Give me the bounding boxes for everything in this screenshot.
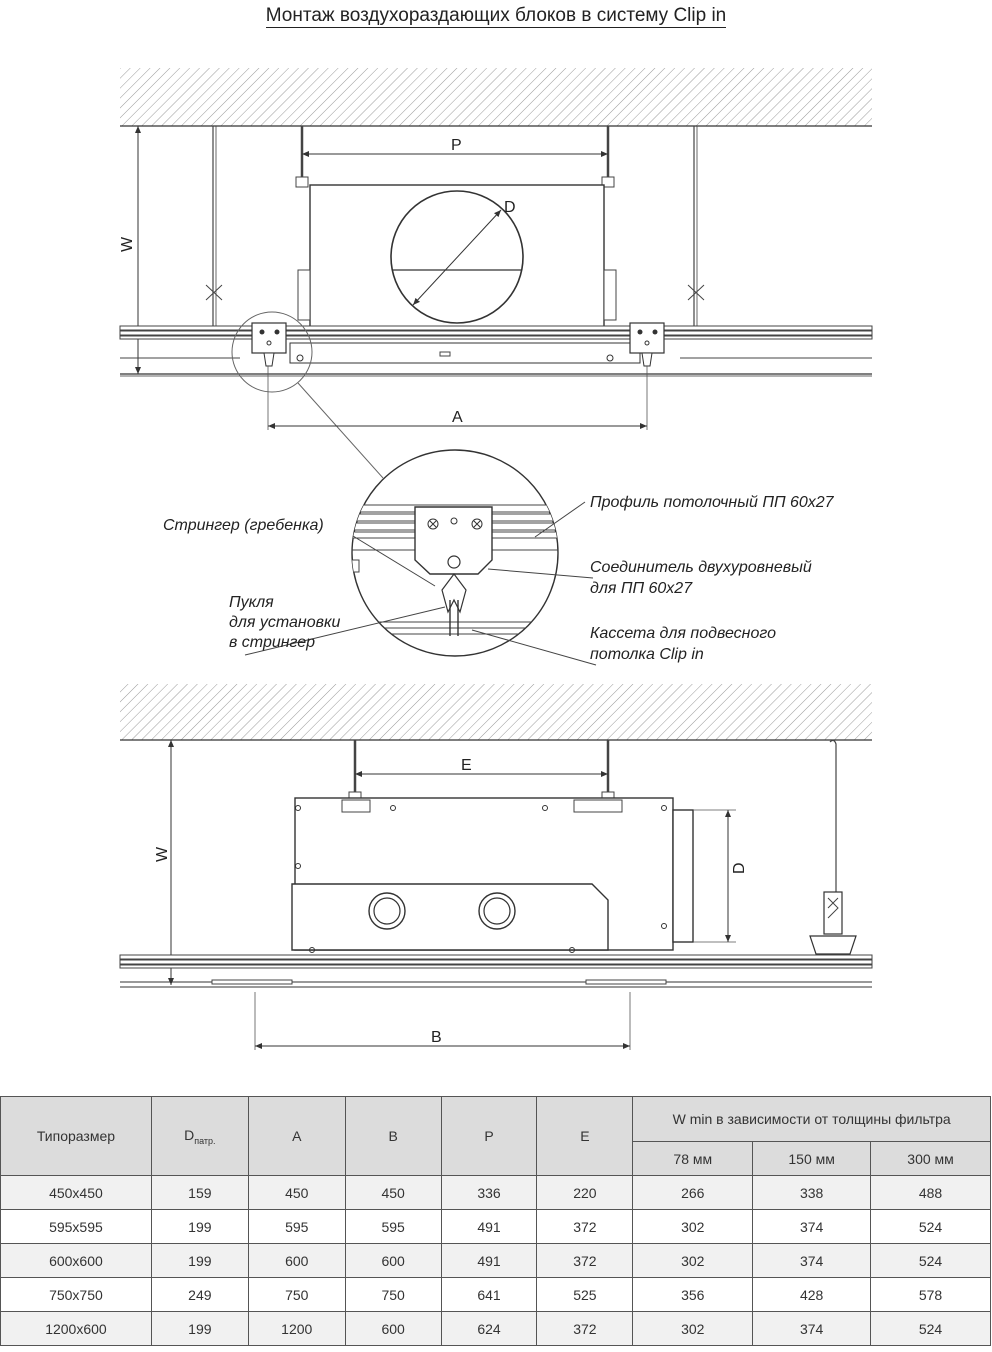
table-cell: 356 — [632, 1277, 754, 1312]
table-cell: 600 — [344, 1311, 442, 1346]
table-cell: 220 — [536, 1175, 634, 1210]
header-300: 300 мм — [870, 1141, 991, 1176]
drawing-title: Монтаж воздухораздающих блоков в систему… — [265, 5, 727, 28]
installation-drawing: D P W A — [119, 68, 873, 1050]
table-cell: 595x595 — [0, 1209, 152, 1244]
table-cell: 491 — [440, 1243, 538, 1278]
callout-connector-line2: для ПП 60х27 — [590, 580, 693, 597]
table-cell: 336 — [440, 1175, 538, 1210]
pukla-detail — [441, 573, 467, 614]
callout-pukla-line1: Пукля — [229, 594, 274, 611]
callout-stringer: Стрингер (гребенка) — [163, 517, 324, 534]
table-cell: 524 — [870, 1243, 991, 1278]
header-wmin: W min в зависимости от толщины фильтра — [632, 1096, 991, 1142]
zoom-detail: Профиль потолочный ПП 60х27 Стрингер (гр… — [163, 449, 835, 666]
ceiling-slab-2 — [120, 684, 872, 740]
header-150: 150 мм — [752, 1141, 872, 1176]
header-p: P — [440, 1096, 538, 1176]
table-cell: 750x750 — [0, 1277, 152, 1312]
dim-e-label: E — [461, 757, 472, 774]
table-cell: 302 — [632, 1311, 754, 1346]
dim-w2-label: W — [154, 846, 171, 862]
callout-profile: Профиль потолочный ПП 60х27 — [590, 494, 835, 511]
table-cell: 302 — [632, 1243, 754, 1278]
table-cell: 266 — [632, 1175, 754, 1210]
table-cell: 450 — [247, 1175, 346, 1210]
callout-connector-line1: Соединитель двухуровневый — [590, 559, 812, 576]
table-cell: 595 — [247, 1209, 346, 1244]
table-cell: 525 — [536, 1277, 634, 1312]
table-cell: 372 — [536, 1243, 634, 1278]
table-cell: 374 — [752, 1243, 872, 1278]
side-spigot — [672, 809, 694, 943]
table-cell: 578 — [870, 1277, 991, 1312]
table-cell: 1200 — [247, 1311, 346, 1346]
table-cell: 524 — [870, 1311, 991, 1346]
lower-housing — [291, 883, 609, 951]
table-cell: 372 — [536, 1209, 634, 1244]
table-cell: 600 — [344, 1243, 442, 1278]
table-cell: 372 — [536, 1311, 634, 1346]
dim-d2-label: D — [731, 862, 748, 874]
table-cell: 600x600 — [0, 1243, 152, 1278]
table-cell: 491 — [440, 1209, 538, 1244]
table-cell: 750 — [344, 1277, 442, 1312]
table-cell: 249 — [150, 1277, 249, 1312]
table-cell: 374 — [752, 1209, 872, 1244]
header-b: B — [344, 1096, 442, 1176]
table-cell: 595 — [344, 1209, 442, 1244]
table-cell: 488 — [870, 1175, 991, 1210]
table-cell: 450x450 — [0, 1175, 152, 1210]
table-cell: 524 — [870, 1209, 991, 1244]
table-cell: 450 — [344, 1175, 442, 1210]
table-cell: 199 — [150, 1209, 249, 1244]
side-section-view: E W D — [119, 684, 873, 1050]
table-cell: 199 — [150, 1311, 249, 1346]
table-cell: 159 — [150, 1175, 249, 1210]
callout-cassette-line2: потолка Clip in — [590, 646, 704, 663]
table-cell: 428 — [752, 1277, 872, 1312]
connector-left — [251, 322, 287, 354]
header-d: Dпатр. — [150, 1096, 249, 1176]
dim-a-label: A — [452, 409, 463, 426]
ceiling-slab — [120, 68, 872, 126]
callout-pukla-line3: в стрингер — [229, 634, 315, 651]
header-type: Типоразмер — [0, 1096, 152, 1176]
table-cell: 750 — [247, 1277, 346, 1312]
header-e: E — [536, 1096, 634, 1176]
table-cell: 600 — [247, 1243, 346, 1278]
top-section-view: D P W A — [119, 68, 873, 479]
table-cell: 624 — [440, 1311, 538, 1346]
table-cell: 338 — [752, 1175, 872, 1210]
table-cell: 302 — [632, 1209, 754, 1244]
table-cell: 374 — [752, 1311, 872, 1346]
callout-cassette-line1: Кассета для подвесного — [590, 625, 776, 642]
header-a: A — [247, 1096, 346, 1176]
dim-d-label: D — [504, 199, 516, 216]
connector-right — [629, 322, 665, 354]
callout-pukla-line2: для установки — [229, 614, 341, 631]
dim-p-label: P — [451, 137, 462, 154]
dim-w-label: W — [119, 236, 136, 252]
cassette — [289, 342, 641, 364]
dim-b-label: B — [431, 1029, 442, 1046]
spec-table: Типоразмер Dпатр. A B P E W min в зависи… — [0, 1096, 991, 1346]
table-cell: 1200x600 — [0, 1311, 152, 1346]
connector-detail — [414, 506, 493, 575]
header-78: 78 мм — [632, 1141, 754, 1176]
table-cell: 199 — [150, 1243, 249, 1278]
table-cell: 641 — [440, 1277, 538, 1312]
detail-marker — [231, 311, 313, 393]
